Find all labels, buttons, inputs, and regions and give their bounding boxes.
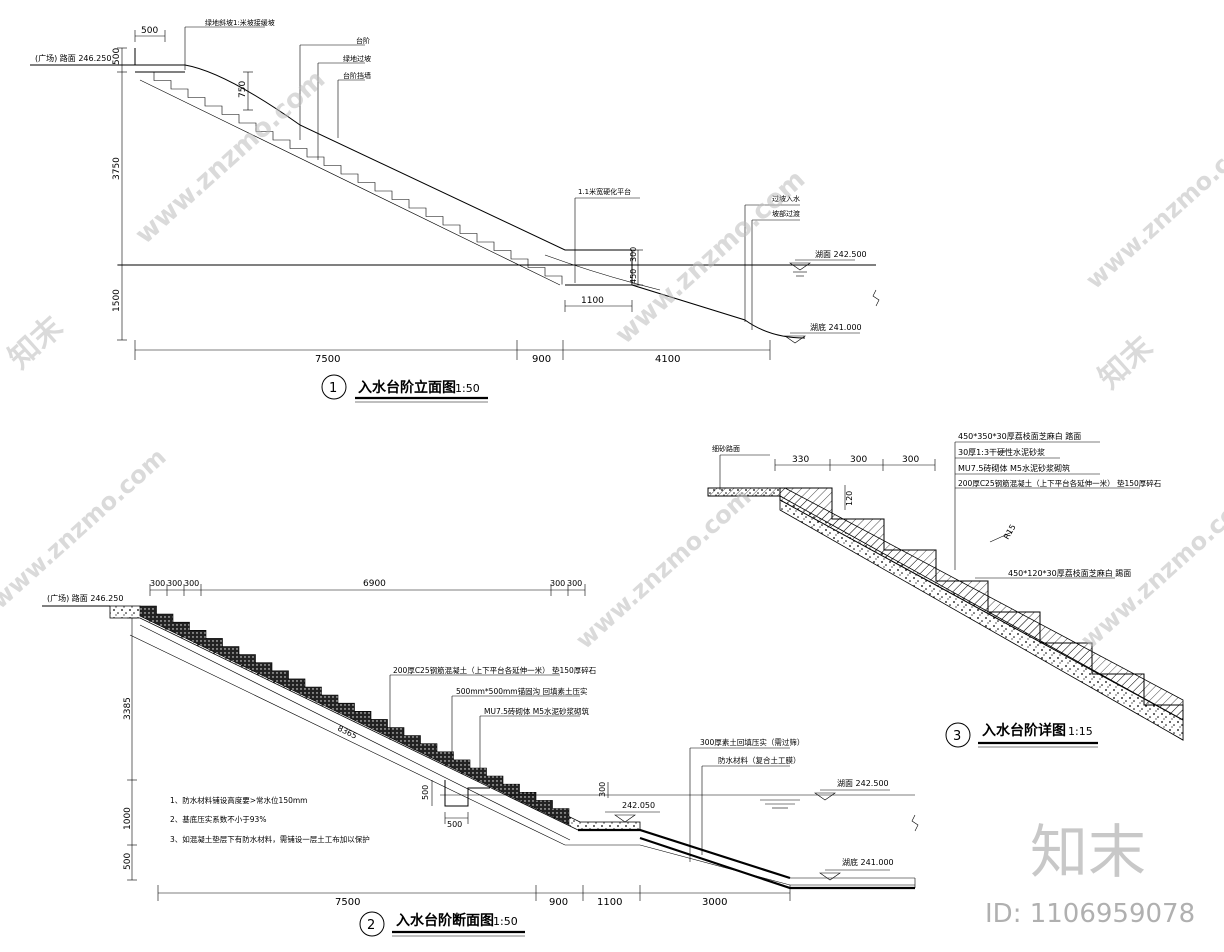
d3-callout-brick: MU7.5砖砌体 M5水泥砂浆砌筑 bbox=[958, 463, 1070, 473]
d3-callout-tread: 450*350*30厚荔枝面芝麻白 踏面 bbox=[958, 431, 1081, 441]
watermark-brand-logo: 知末 bbox=[1030, 818, 1146, 886]
d1-label-green-transition: 绿地过坡 bbox=[343, 54, 371, 63]
d1-label-transition-water: 过坡入水 bbox=[772, 194, 800, 203]
watermark-site-4: www.znzmo.com bbox=[0, 443, 172, 615]
d2-trench-depth: 500 bbox=[421, 785, 430, 800]
d1-title: 入水台阶立面图 bbox=[358, 379, 456, 396]
d3-nosing-label: 450*120*30厚荔枝面芝麻白 踢面 bbox=[1008, 568, 1131, 578]
drawing-1-number-circle bbox=[321, 374, 347, 400]
d1-scale: 1:50 bbox=[455, 382, 480, 395]
d1-bottom-dim-7500: 7500 bbox=[315, 354, 340, 365]
d2-left-dim-1000: 1000 bbox=[123, 807, 133, 830]
watermark-brand-2: 知末 bbox=[1092, 330, 1160, 396]
d2-trench-width: 500 bbox=[447, 820, 462, 829]
drawing-1-elevation bbox=[30, 26, 880, 403]
d2-note-1: 1、防水材料铺设高度要>常水位150mm bbox=[170, 795, 307, 805]
drawing-2-number-circle bbox=[359, 911, 385, 937]
d2-title: 入水台阶断面图 bbox=[396, 912, 494, 929]
d2-top-dim-6: 300 bbox=[567, 579, 582, 588]
watermark-site-6: www.znzmo.com bbox=[1080, 123, 1224, 295]
d2-left-dim-500: 500 bbox=[123, 853, 133, 870]
d2-lake-surface: 湖面 242.500 bbox=[837, 779, 889, 788]
d3-vert-dim-120: 120 bbox=[845, 491, 854, 506]
d1-road-label: (广场) 路面 246.250 bbox=[35, 53, 111, 63]
d2-bottom-dim-3000: 3000 bbox=[702, 897, 727, 908]
d2-callout-concrete: 200厚C25钢筋混凝土（上下平台各延伸一米） 垫150厚碎石 bbox=[393, 665, 597, 675]
d2-road-label: (广场) 路面 246.250 bbox=[47, 593, 123, 603]
d2-callout-waterproof: 防水材料（复合土工膜） bbox=[718, 755, 801, 765]
drawing-3-detail bbox=[707, 441, 1184, 748]
d1-vert-dim-3750: 3750 bbox=[112, 157, 122, 180]
d2-top-dim-3: 300 bbox=[184, 579, 199, 588]
d2-slope-length: 8365 bbox=[336, 724, 358, 741]
d2-callout-brick: MU7.5砖砌体 M5水泥砂浆砌筑 bbox=[484, 706, 590, 716]
d2-bottom-dim-1100: 1100 bbox=[597, 897, 622, 908]
d3-top-dim-300a: 300 bbox=[850, 455, 867, 465]
d2-number: 2 bbox=[367, 918, 375, 933]
d1-label-steps: 台阶 bbox=[356, 36, 370, 45]
d2-bottom-dim-900: 900 bbox=[549, 897, 568, 908]
watermark-site-1: www.znzmo.com bbox=[130, 64, 332, 250]
d2-scale: 1:50 bbox=[493, 915, 518, 928]
d2-dim-300: 300 bbox=[598, 782, 607, 797]
d1-platform-width: 1100 bbox=[581, 296, 604, 306]
d3-top-dim-300b: 300 bbox=[902, 455, 919, 465]
d1-top-dim: 500 bbox=[141, 26, 158, 36]
d1-inner-dim-450: 450 bbox=[629, 269, 638, 284]
d1-inner-dim-750: 750 bbox=[238, 81, 248, 98]
d1-label-step-retaining: 台阶挡墙 bbox=[343, 71, 371, 80]
d3-number: 3 bbox=[953, 729, 961, 744]
d1-label-platform: 1.1米宽硬化平台 bbox=[578, 187, 631, 196]
d2-lake-bottom: 湖底 241.000 bbox=[842, 857, 894, 867]
d2-note-3: 3、如混凝土垫层下有防水材料，需铺设一层土工布加以保护 bbox=[170, 834, 370, 844]
d2-left-dim-3385: 3385 bbox=[123, 697, 133, 720]
d2-note-2: 2、基底压实系数不小于93% bbox=[170, 814, 266, 824]
d2-callout-backfill: 300厚素土回填压实（需过筛） bbox=[700, 737, 804, 747]
d1-lake-bottom: 湖底 241.000 bbox=[810, 322, 862, 332]
watermark-id: ID: 1106959078 bbox=[985, 899, 1195, 929]
d1-label-slope-transition: 坡部过渡 bbox=[772, 209, 800, 218]
d2-top-dim-1: 300 bbox=[150, 579, 165, 588]
watermark-site-2: www.znzmo.com bbox=[610, 164, 812, 350]
watermark-brand-1: 知末 bbox=[2, 310, 70, 376]
d1-vert-dim-500: 500 bbox=[112, 48, 122, 65]
drawing-3-number-circle bbox=[945, 722, 971, 748]
d3-callout-mortar: 30厚1:3干硬性水泥砂浆 bbox=[958, 447, 1045, 457]
watermark-site-3: www.znzmo.com bbox=[570, 483, 756, 655]
d2-top-dim-6900: 6900 bbox=[363, 579, 386, 589]
d2-bottom-dim-7500: 7500 bbox=[335, 897, 360, 908]
d2-top-dim-2: 300 bbox=[167, 579, 182, 588]
text-layer: (广场) 路面 246.250 500 绿地斜坡1:米坡接缓坡 台阶 绿地过坡 … bbox=[35, 18, 1162, 933]
d1-label-green-slope: 绿地斜坡1:米坡接缓坡 bbox=[205, 18, 275, 27]
drawing-2-section bbox=[42, 584, 919, 937]
d1-bottom-dim-900: 900 bbox=[532, 354, 551, 365]
d1-vert-dim-1500: 1500 bbox=[112, 289, 122, 312]
d3-top-dim-330: 330 bbox=[792, 455, 809, 465]
d1-inner-dim-300: 300 bbox=[629, 247, 638, 262]
d3-title: 入水台阶详图 bbox=[982, 722, 1066, 739]
d2-callout-trench: 500mm*500mm锚固沟 回填素土压实 bbox=[456, 686, 588, 696]
d1-lake-surface: 湖面 242.500 bbox=[815, 250, 867, 259]
d3-radius: R15 bbox=[1002, 523, 1018, 541]
d2-top-dim-5: 300 bbox=[550, 579, 565, 588]
d3-paving-label: 细砂路面 bbox=[712, 444, 740, 453]
d2-elev-242050: 242.050 bbox=[622, 801, 655, 810]
d3-callout-concrete: 200厚C25钢筋混凝土（上下平台各延伸一米） 垫150厚碎石 bbox=[958, 478, 1162, 488]
d1-number: 1 bbox=[329, 381, 337, 396]
d3-scale: 1:15 bbox=[1068, 725, 1093, 738]
d1-bottom-dim-4100: 4100 bbox=[655, 354, 680, 365]
